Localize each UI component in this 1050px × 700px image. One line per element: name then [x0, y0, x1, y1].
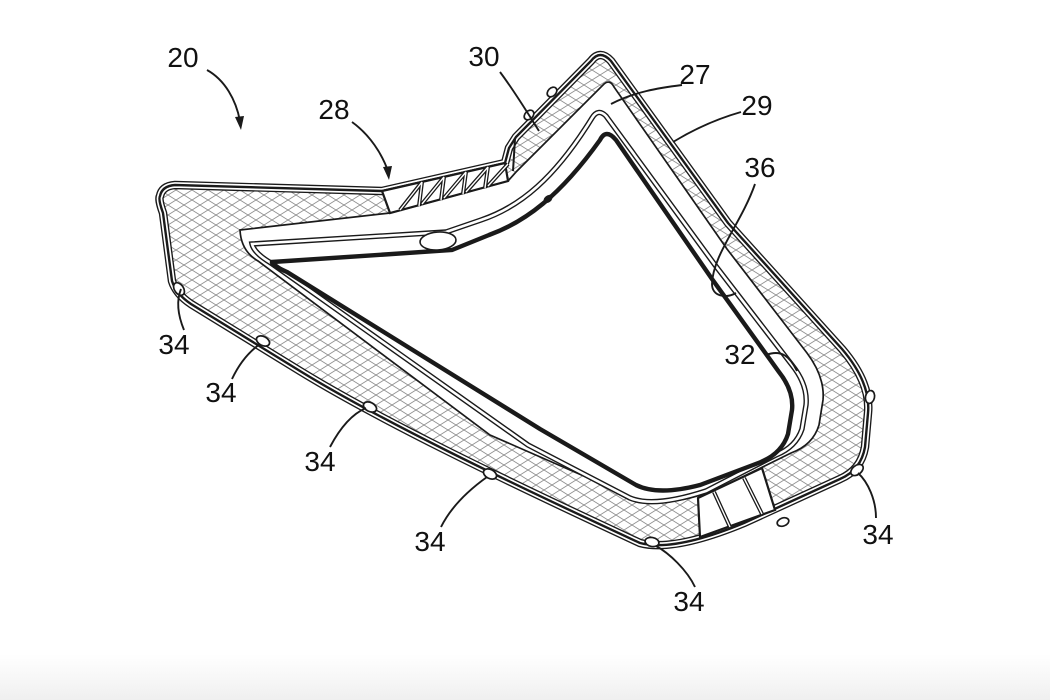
- leader-28: [351, 121, 389, 172]
- leader-lines: [177, 69, 877, 588]
- page-fade: [0, 654, 1050, 700]
- opening-edge: [269, 131, 795, 493]
- detail-marks: [419, 194, 553, 251]
- leader-27: [610, 84, 683, 105]
- leader-34-d: [440, 476, 488, 528]
- hatch-inner-edge: [239, 81, 825, 503]
- outer-edge: [155, 50, 873, 550]
- leader-32: [765, 352, 798, 372]
- leader-34-a: [177, 288, 185, 331]
- top-truss: [380, 161, 510, 215]
- leader-34-c: [329, 407, 367, 448]
- leader-29: [672, 111, 742, 143]
- leader-34-e: [655, 545, 696, 588]
- arrowhead-20: [235, 116, 244, 130]
- leader-34-b: [231, 343, 261, 380]
- inner-rim: [248, 109, 809, 505]
- bottom-right-truss: [696, 466, 777, 539]
- leader-20: [206, 69, 241, 122]
- arrowhead-28: [383, 166, 392, 180]
- leader-36: [711, 183, 756, 297]
- leader-34-f: [857, 472, 877, 519]
- leader-30: [499, 71, 540, 132]
